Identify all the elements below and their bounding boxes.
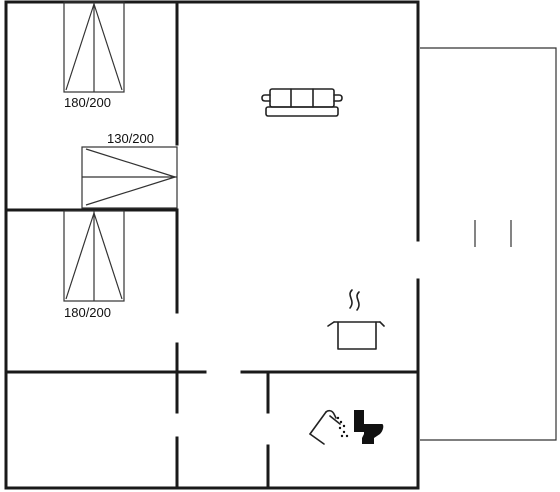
bed-top-label: 180/200 bbox=[64, 95, 111, 110]
bed-middle bbox=[81, 146, 178, 209]
shower-icon bbox=[309, 409, 349, 445]
sofa-icon bbox=[261, 88, 343, 117]
cooking-pot-icon bbox=[327, 289, 385, 350]
bed-top bbox=[63, 1, 125, 93]
bed-bottom bbox=[63, 210, 125, 302]
bed-bottom-label: 180/200 bbox=[64, 305, 111, 320]
toilet-icon bbox=[354, 410, 384, 444]
bed-middle-label: 130/200 bbox=[107, 131, 154, 146]
terrace-outline bbox=[420, 47, 557, 441]
interior-walls bbox=[4, 0, 420, 490]
